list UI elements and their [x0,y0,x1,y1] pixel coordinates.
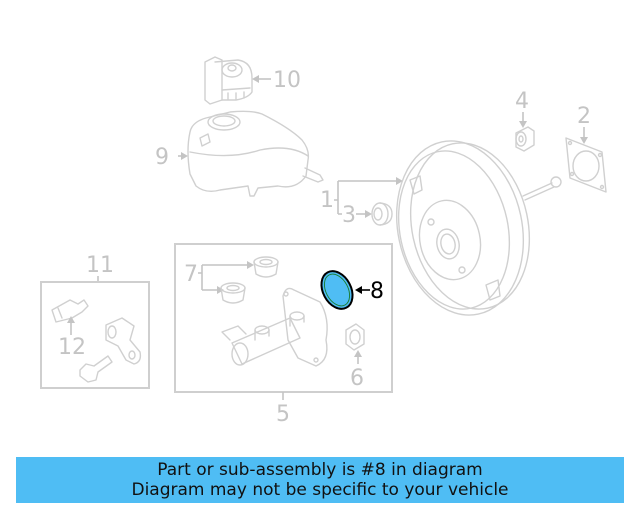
callout-3[interactable]: 3 [342,203,356,228]
part-9-reservoir-tank[interactable] [187,110,324,197]
sensor-bolt [79,355,113,383]
callout-2[interactable]: 2 [577,104,591,129]
leader-1 [334,180,398,215]
callout-5[interactable]: 5 [276,402,290,427]
callout-1[interactable]: 1 [320,188,334,213]
part-1-brake-booster[interactable] [381,129,562,327]
banner-line-part-number: Part or sub-assembly is #8 in diagram [157,460,483,480]
callout-6[interactable]: 6 [350,366,364,391]
part-3-grommet[interactable] [371,202,393,226]
callout-10[interactable]: 10 [273,68,301,93]
part-4-nut[interactable] [515,126,535,152]
parts-diagram: 10 9 1 3 4 [40,56,607,427]
part-info-banner: Part or sub-assembly is #8 in diagram Di… [16,457,624,503]
callout-9[interactable]: 9 [155,145,169,170]
callout-12[interactable]: 12 [58,335,86,360]
callout-11[interactable]: 11 [86,253,114,278]
banner-line-disclaimer: Diagram may not be specific to your vehi… [131,480,509,500]
part-8-seal-highlighted[interactable] [315,266,359,314]
sensor-kit-box [40,281,150,389]
part-7-grommet-lower[interactable] [220,282,246,304]
part-10-reservoir-cap[interactable] [204,56,253,105]
part-7-grommet-upper[interactable] [253,256,279,278]
leader-7 [198,264,248,291]
sensor-bracket [105,317,142,365]
callout-4[interactable]: 4 [515,89,529,114]
part-2-gasket[interactable] [565,137,607,193]
callout-8[interactable]: 8 [370,279,384,304]
part-6-nut[interactable] [345,323,365,351]
callout-7[interactable]: 7 [184,262,198,287]
part-5-master-cylinder[interactable] [221,287,328,367]
part-12-sensor[interactable] [51,299,89,323]
